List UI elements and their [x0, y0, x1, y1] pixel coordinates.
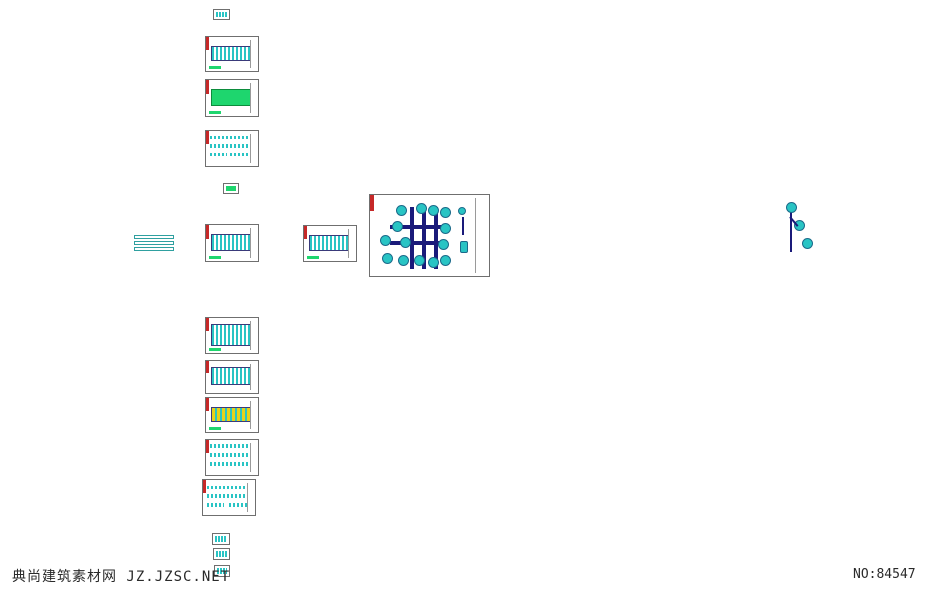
drawing-sheet-1[interactable] [205, 36, 259, 72]
drawing-sheet-6[interactable] [205, 360, 259, 394]
stair-detail[interactable] [784, 200, 814, 255]
drawing-sheet-4[interactable] [205, 224, 259, 262]
drawing-sheet-9[interactable] [202, 479, 256, 516]
drawing-sheet-8[interactable] [205, 439, 259, 476]
tiny-sheet-top[interactable] [213, 9, 230, 20]
watermark-number: NO:84547 [853, 567, 916, 582]
drawing-sheet-5[interactable] [205, 317, 259, 354]
drawing-sheet-7[interactable] [205, 397, 259, 433]
tiny-sheet-bottom-1[interactable] [212, 533, 230, 545]
drawing-sheet-3[interactable] [205, 130, 259, 167]
tiny-sheet-bottom-2[interactable] [213, 548, 230, 560]
structural-grid-sheet[interactable] [369, 194, 490, 277]
tiny-sheet-middle[interactable] [223, 183, 239, 194]
detail-bars[interactable] [134, 234, 174, 251]
tiny-sheet-bottom-3[interactable] [214, 565, 230, 577]
watermark-site: 典尚建筑素材网 JZ.JZSC.NET [12, 569, 231, 585]
drawing-sheet-10[interactable] [303, 225, 357, 262]
drawing-sheet-2[interactable] [205, 79, 259, 117]
